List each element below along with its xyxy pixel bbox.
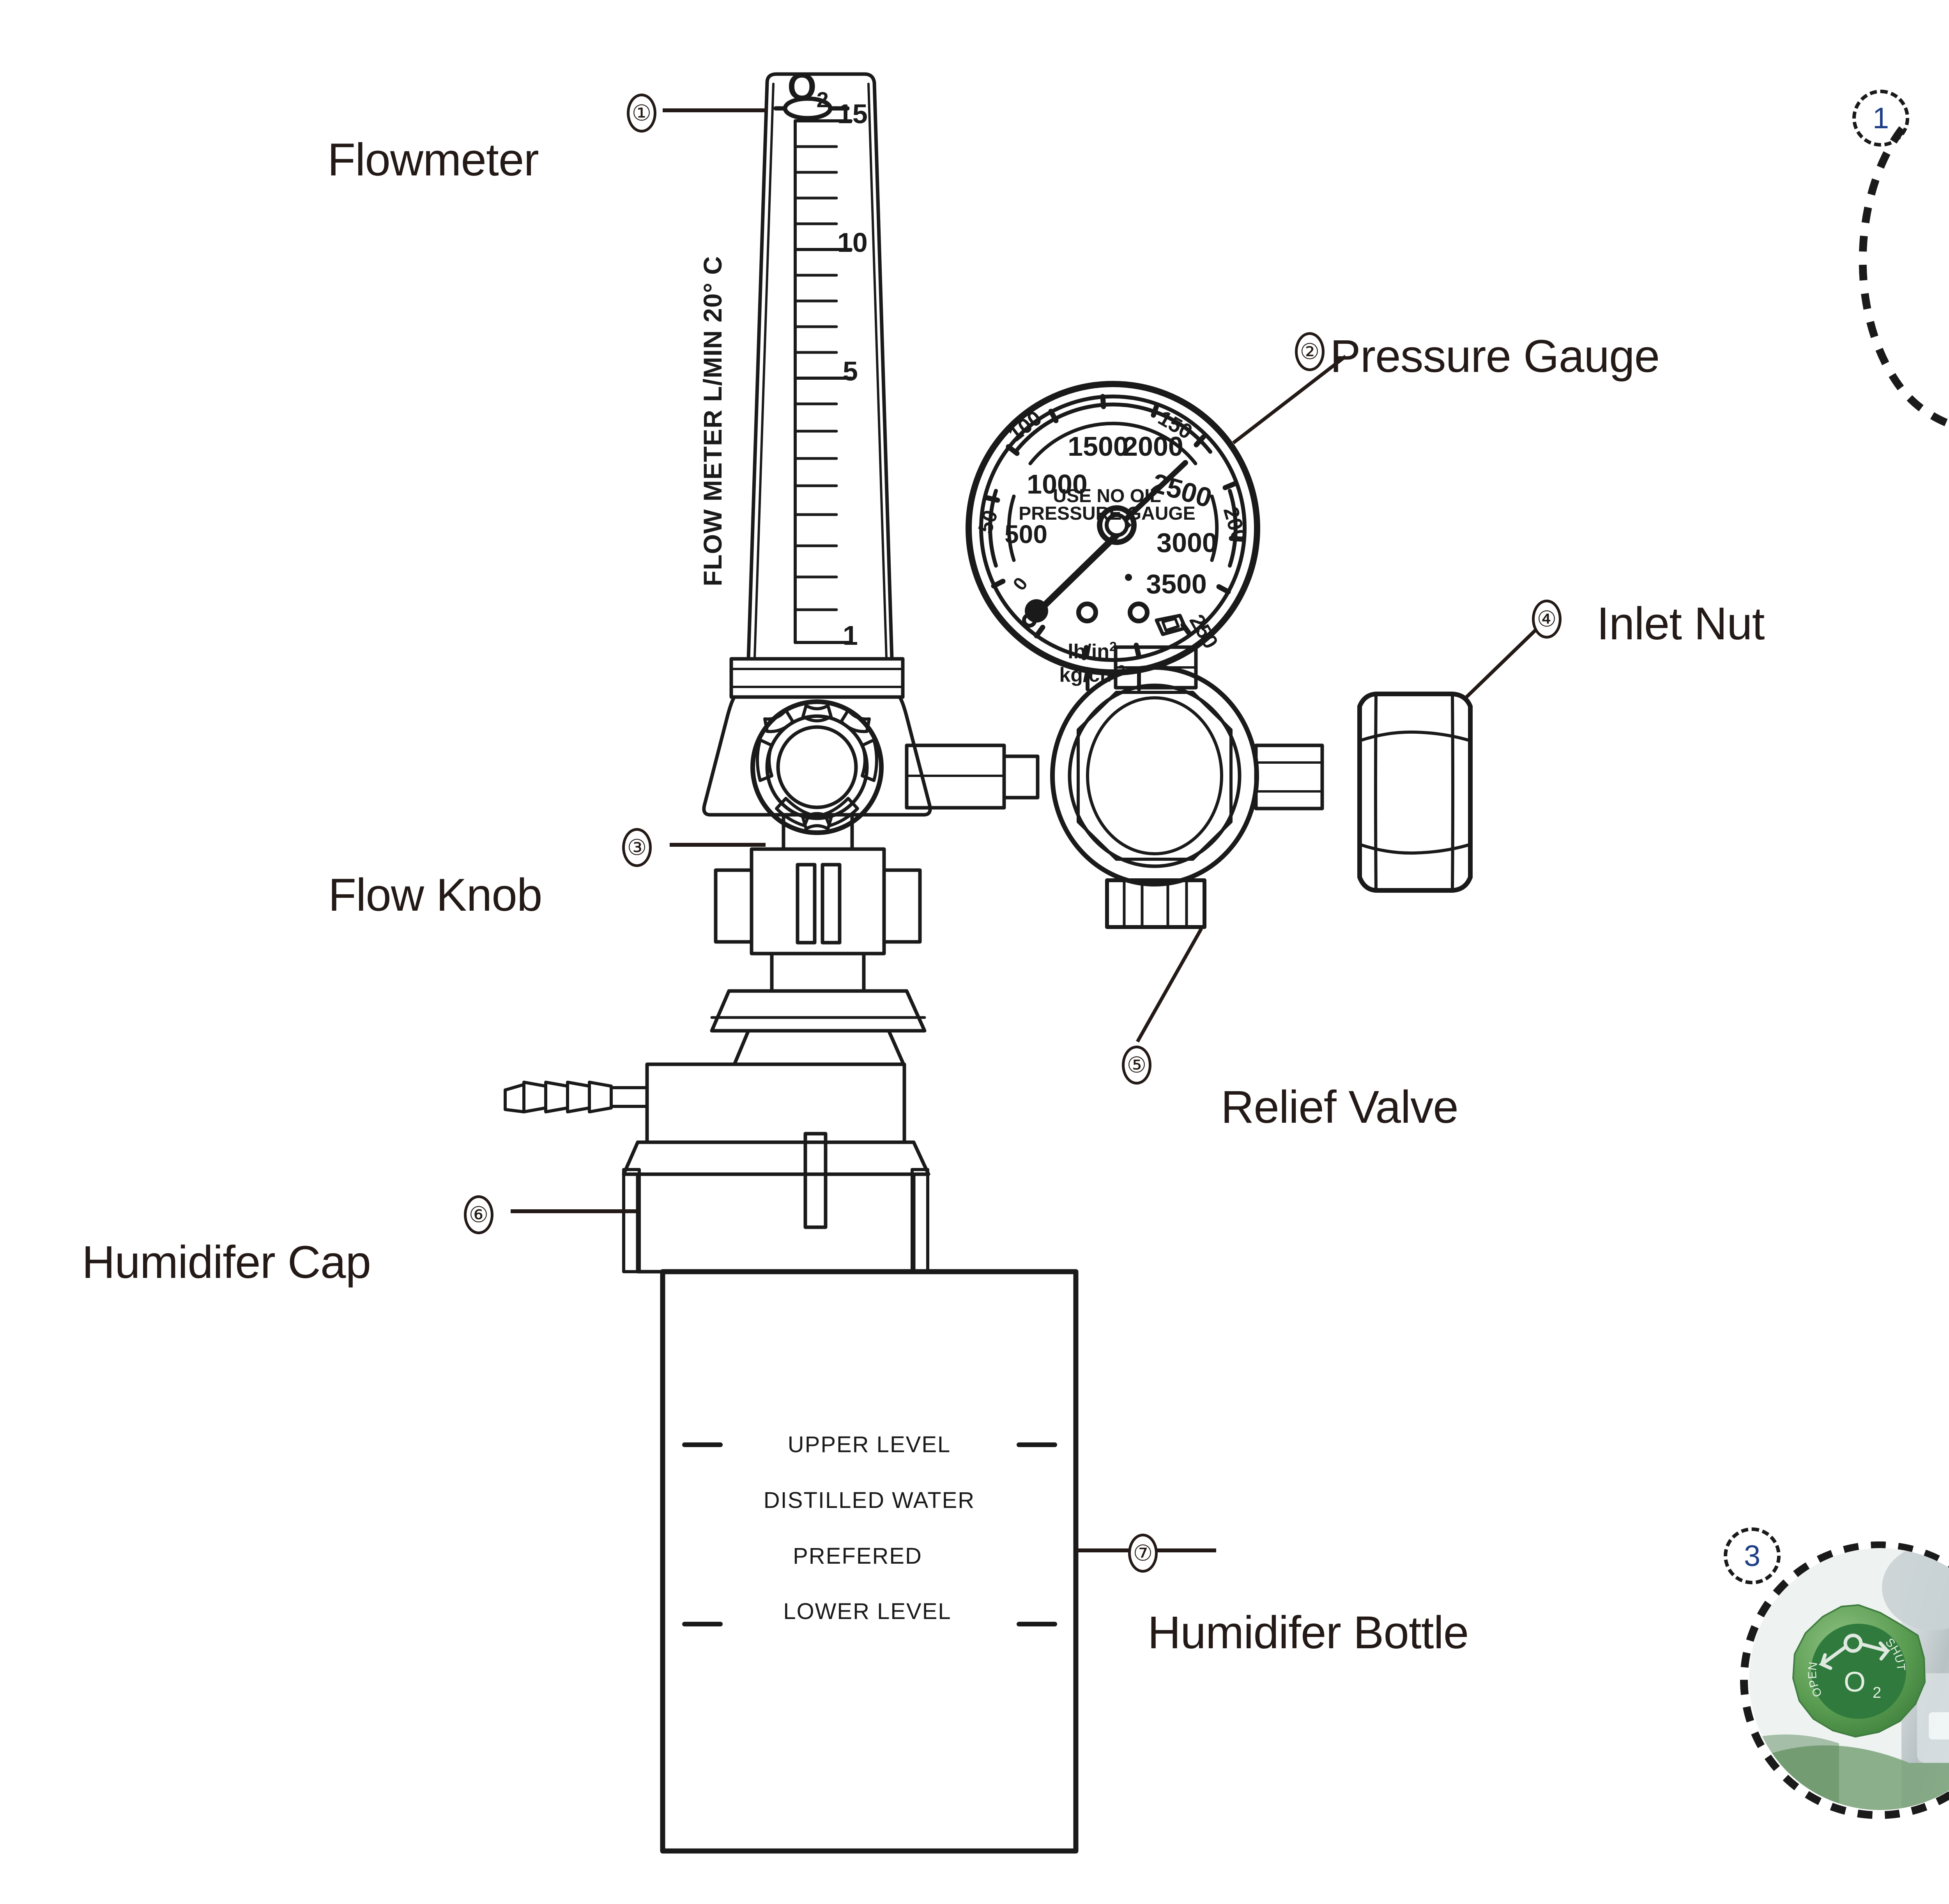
callout-bubble-5: ⑤: [1122, 1046, 1151, 1085]
callout-bubble-4: ④: [1532, 600, 1562, 639]
flowmeter-scale-15: 15: [837, 99, 868, 129]
photo-3-flow-knob: SHUT OPEN O 2: [1749, 1548, 1949, 1810]
svg-text:O: O: [1844, 1667, 1866, 1698]
bottle-distilled-water-text: DISTILLED WATER: [763, 1488, 975, 1513]
photo-callout-number-3: 3: [1724, 1527, 1781, 1584]
callout-bubble-3: ③: [622, 828, 652, 867]
leader-line-2: [1232, 355, 1347, 444]
gauge-psi-500: 500: [1004, 520, 1048, 549]
label-relief-valve: Relief Valve: [1221, 1081, 1459, 1133]
flowmeter-scale-1: 1: [843, 620, 858, 651]
bottle-prefered-text: PREFERED: [793, 1543, 922, 1569]
flowmeter-scale-5: 5: [843, 356, 858, 386]
label-flow-knob: Flow Knob: [328, 869, 543, 921]
gauge-warning-line-2: PRESSURE GAUGE: [1019, 503, 1196, 524]
gauge-unit-psi-text: lb/in: [1068, 640, 1109, 663]
callout-bubble-2: ②: [1295, 332, 1325, 371]
gauge-psi-1000: 1000: [1027, 469, 1088, 499]
gauge-warning-line-1: USE NO OIL: [1053, 486, 1161, 506]
gauge-unit-kgcm-sup: 2: [1118, 663, 1125, 678]
gauge-psi-3500: 3500: [1146, 569, 1207, 599]
label-flowmeter: Flowmeter: [327, 134, 539, 186]
gauge-unit-kgcm-text: kg/cm: [1059, 664, 1118, 687]
gauge-unit-kgcm: kg/cm2: [1059, 663, 1125, 687]
callout-bubble-6: ⑥: [464, 1195, 493, 1234]
label-humidifer-cap: Humidifer Cap: [82, 1237, 371, 1288]
gauge-psi-2000: 2000: [1123, 431, 1183, 462]
label-humidifer-bottle: Humidifer Bottle: [1148, 1607, 1469, 1658]
label-inlet-nut: Inlet Nut: [1597, 598, 1765, 649]
leader-line-6: [511, 1209, 638, 1213]
label-pressure-gauge: Pressure Gauge: [1330, 331, 1660, 382]
gauge-unit-psi-sup: 2: [1109, 639, 1117, 654]
callout-bubble-1: ①: [627, 94, 656, 133]
bottle-upper-level-text: UPPER LEVEL: [787, 1432, 951, 1457]
flowmeter-o2-symbol: O2: [787, 65, 829, 112]
leader-line-4: [1464, 624, 1542, 699]
leader-line-3: [670, 843, 766, 847]
flowmeter-o2-letter: O: [787, 66, 817, 108]
photo-1-dashed-arc: [1859, 126, 1949, 428]
technical-line-drawing: [504, 72, 1473, 1854]
gauge-psi-1500: 1500: [1068, 431, 1128, 462]
leader-line-1: [663, 108, 767, 112]
flowmeter-scale-10: 10: [837, 227, 868, 258]
photo-3-dashed-circle: [1740, 1541, 1949, 1819]
callout-bubble-7: ⑦: [1128, 1534, 1158, 1573]
flowmeter-vertical-text: FLOW METER L/MIN 20° C: [698, 256, 727, 586]
bottle-lower-level-text: LOWER LEVEL: [783, 1599, 952, 1624]
leader-line-5: [1136, 927, 1203, 1043]
svg-text:2: 2: [1873, 1684, 1881, 1701]
flowmeter-o2-subscript: 2: [816, 87, 829, 112]
gauge-unit-psi: lb/in2: [1068, 639, 1117, 663]
gauge-psi-3000: 3000: [1157, 527, 1217, 558]
